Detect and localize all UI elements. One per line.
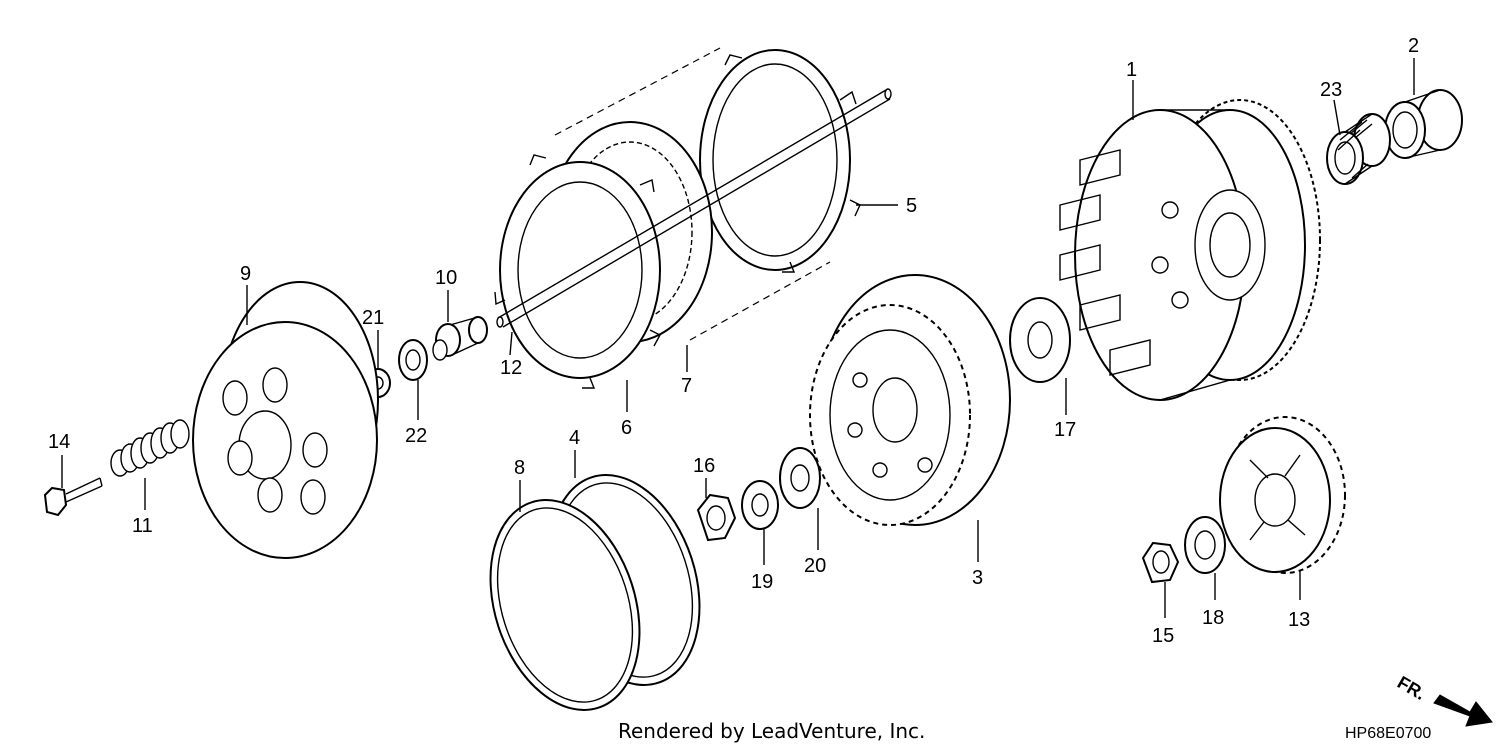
callout-6: 6 (621, 417, 632, 439)
part-17-thrust-washer (1009, 297, 1071, 383)
part-5-clutch-plate (699, 49, 861, 273)
part-9-pressure-plate (192, 281, 379, 559)
callout-17: 17 (1054, 419, 1076, 441)
callout-20: 20 (804, 555, 826, 577)
callout-13: 13 (1288, 609, 1310, 631)
callout-21: 21 (362, 307, 384, 329)
part-15-nut (1141, 541, 1180, 584)
part-19-washer (741, 480, 779, 530)
front-direction-arrow-icon: FR. (1394, 672, 1493, 727)
part-3-clutch-center (809, 274, 1011, 526)
callout-14: 14 (48, 431, 70, 453)
callout-4: 4 (569, 427, 580, 449)
part-20-lock-washer (779, 447, 821, 509)
part-11-spring (110, 419, 190, 477)
callout-18: 18 (1202, 607, 1224, 629)
part-1-clutch-outer (1059, 99, 1321, 401)
callout-15: 15 (1152, 625, 1174, 647)
credit-text: Rendered by LeadVenture, Inc. (618, 719, 925, 743)
part-2-bushing (1384, 89, 1463, 159)
part-14-bolt (43, 477, 103, 517)
callout-23: 23 (1320, 79, 1342, 101)
callout-2: 2 (1408, 35, 1419, 57)
part-8-ring (489, 499, 641, 711)
part-10-lifter-piece (432, 316, 488, 361)
part-13-gear (1219, 416, 1346, 574)
alignment-dashes (554, 47, 831, 341)
callout-1: 1 (1126, 59, 1137, 81)
leader-lines (61, 58, 1415, 618)
part-12-lifter-rod (496, 88, 892, 328)
callout-16: 16 (693, 455, 715, 477)
callout-labels: 1 2 23 5 9 10 21 12 7 22 6 17 14 4 8 16 … (48, 35, 1419, 647)
callout-10: 10 (435, 267, 457, 289)
callout-19: 19 (751, 571, 773, 593)
part-16-lock-nut (696, 493, 737, 542)
front-direction-label: FR. (1394, 672, 1429, 704)
callout-11: 11 (132, 515, 153, 537)
callout-22: 22 (405, 425, 427, 447)
callout-12: 12 (500, 357, 522, 379)
part-18-washer (1184, 516, 1226, 574)
callout-5: 5 (906, 195, 917, 217)
callout-9: 9 (240, 263, 251, 285)
callout-3: 3 (972, 567, 983, 589)
callout-8: 8 (514, 457, 525, 479)
callout-7: 7 (681, 375, 692, 397)
part-22-bearing (398, 339, 428, 381)
diagram-code: HP68E0700 (1345, 725, 1431, 742)
part-23-needle-bearing (1326, 113, 1391, 185)
